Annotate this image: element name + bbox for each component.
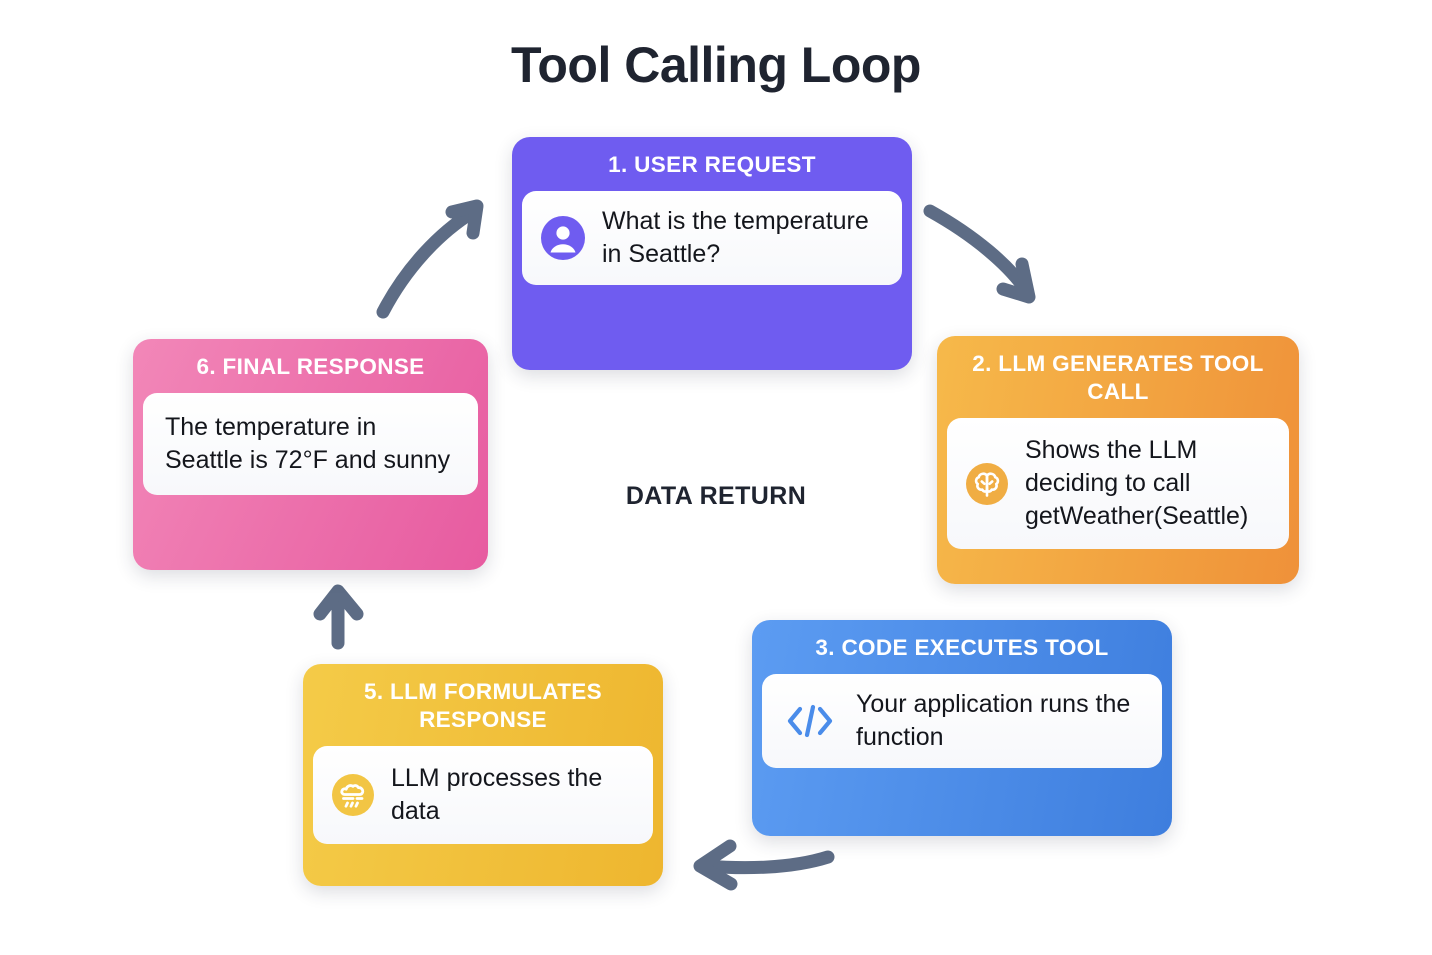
step-card-body: Your application runs the function (762, 674, 1162, 769)
step-card-body: Shows the LLM deciding to call getWeathe… (947, 418, 1289, 550)
step-card-header: 2. LLM GENERATES TOOL CALL (972, 351, 1264, 405)
step-card-llm-generates-tool-call[interactable]: 2. LLM GENERATES TOOL CALL Shows the LLM… (937, 336, 1299, 584)
step-card-text: LLM processes the data (391, 764, 603, 826)
data-return-label: DATA RETURN (625, 482, 807, 510)
step-card-user-request[interactable]: 1. USER REQUEST What is the temperature … (512, 137, 912, 370)
step-card-text: Shows the LLM deciding to call getWeathe… (1025, 436, 1249, 531)
arrow-step6-to-step1 (376, 199, 484, 319)
step-card-header: 5. LLM FORMULATES RESPONSE (363, 679, 602, 733)
page-title: Tool Calling Loop (511, 37, 921, 93)
step-card-text: What is the temperature in Seattle? (602, 207, 869, 269)
step-card-header: 3. CODE EXECUTES TOOL (815, 635, 1109, 660)
brain-icon (965, 462, 1009, 506)
step-card-header: 1. USER REQUEST (608, 152, 816, 177)
arrow-step5-to-step6 (313, 584, 364, 650)
weather-cloud-icon (331, 773, 375, 817)
user-avatar-icon (540, 215, 586, 261)
step-card-body: What is the temperature in Seattle? (522, 191, 902, 286)
step-card-header: 6. FINAL RESPONSE (196, 354, 425, 379)
step-card-text: The temperature in Seattle is 72°F and s… (165, 413, 451, 475)
code-brackets-icon (784, 698, 836, 744)
step-card-llm-formulates-response[interactable]: 5. LLM FORMULATES RESPONSE LLM processes… (303, 664, 663, 886)
step-card-body: LLM processes the data (313, 746, 653, 845)
step-card-body: The temperature in Seattle is 72°F and s… (143, 393, 478, 496)
step-card-text: Your application runs the function (856, 690, 1131, 752)
step-card-final-response[interactable]: 6. FINAL RESPONSE The temperature in Sea… (133, 339, 488, 570)
arrow-step3-to-step5 (693, 839, 835, 891)
arrow-step1-to-step2 (923, 204, 1036, 304)
step-card-code-executes-tool[interactable]: 3. CODE EXECUTES TOOL Your application r… (752, 620, 1172, 836)
